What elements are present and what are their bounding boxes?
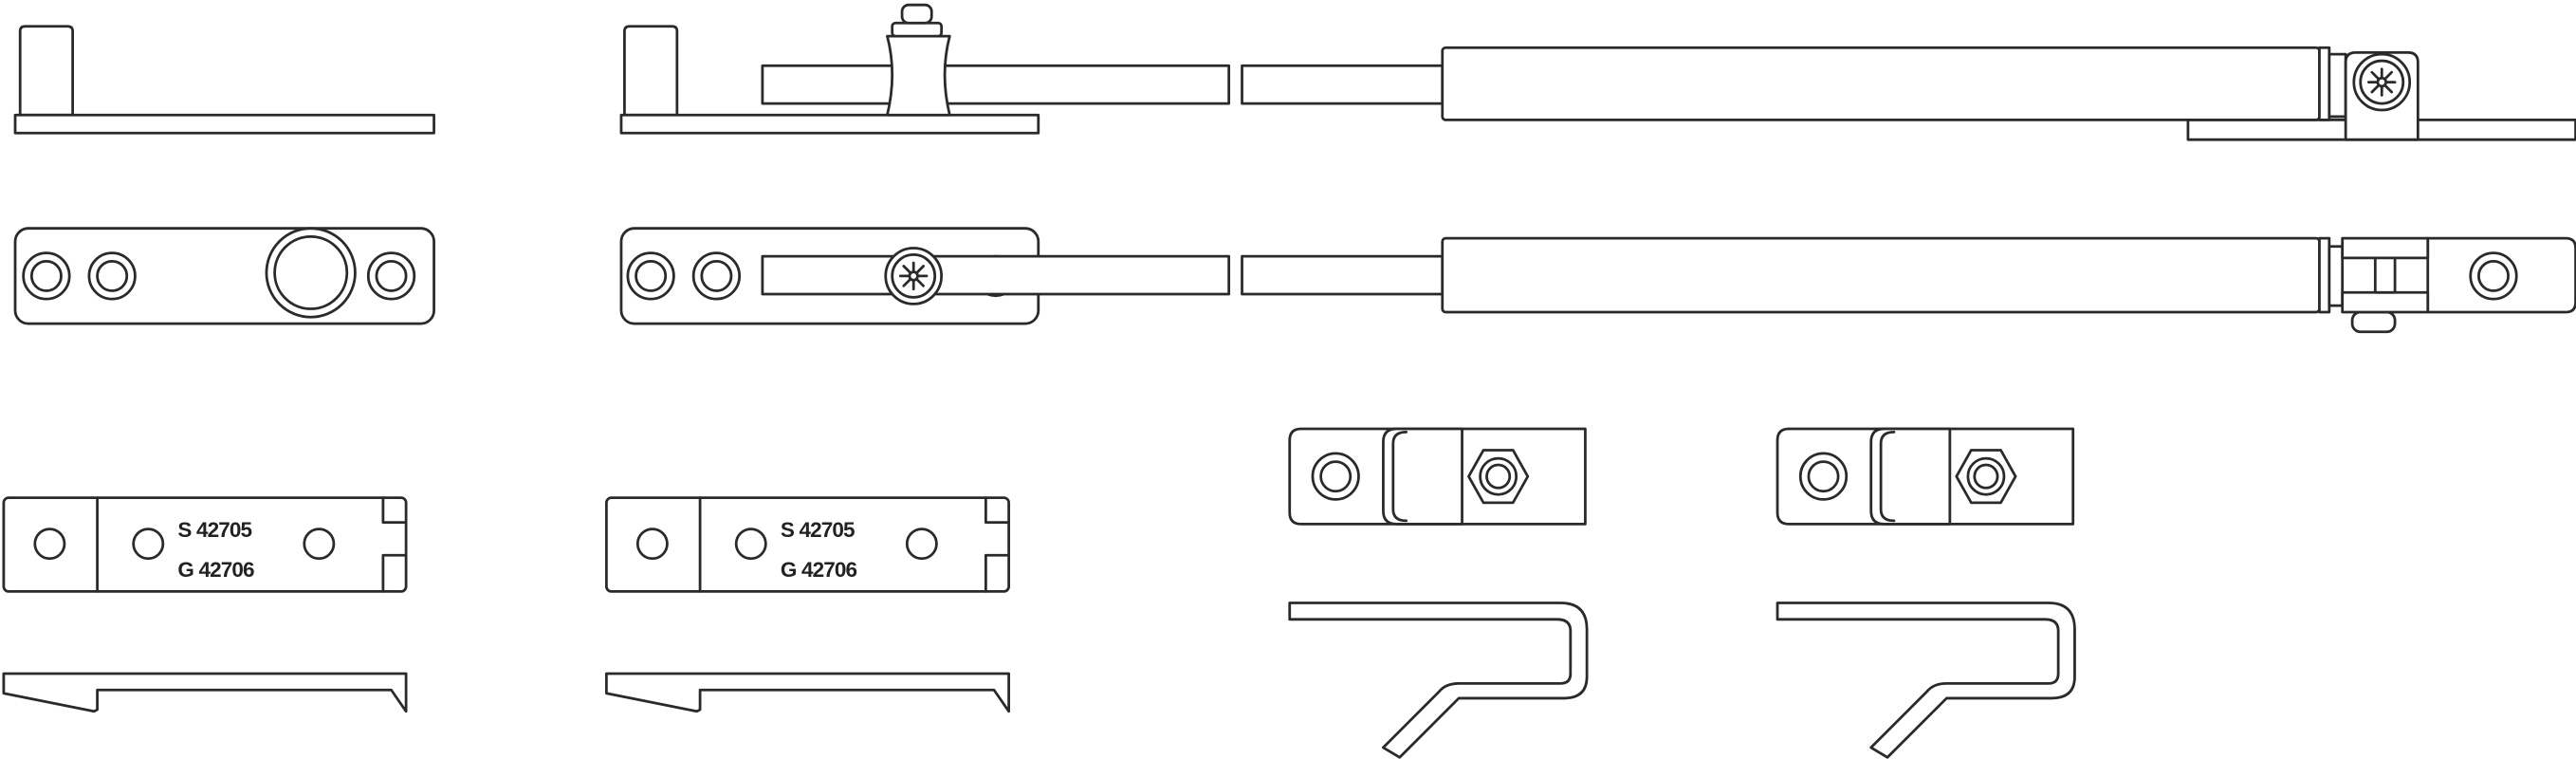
stay-assembly-plan-view	[619, 227, 2576, 334]
stay-assembly-side-view	[619, 3, 2576, 141]
friction-shoe-1: S 42705 G 42706	[2, 496, 408, 593]
part-number-g: G 42706	[177, 558, 254, 582]
keeper-side-view	[13, 25, 435, 135]
bracket-1-side-view	[1288, 602, 1589, 759]
bracket-2-side-view	[1776, 602, 2076, 759]
friction-shoe-2-side-view	[604, 672, 1011, 713]
part-number-s: S 42705	[177, 518, 251, 542]
friction-shoe-2: S 42705 G 42706	[604, 496, 1011, 593]
bracket-2-plan-view	[1776, 427, 2075, 526]
part-number-s: S 42705	[781, 518, 855, 542]
part-number-g: G 42706	[781, 558, 857, 582]
bracket-1-plan-view	[1288, 427, 1587, 526]
keeper-plan-view	[13, 227, 435, 325]
friction-shoe-1-side-view	[2, 672, 408, 713]
